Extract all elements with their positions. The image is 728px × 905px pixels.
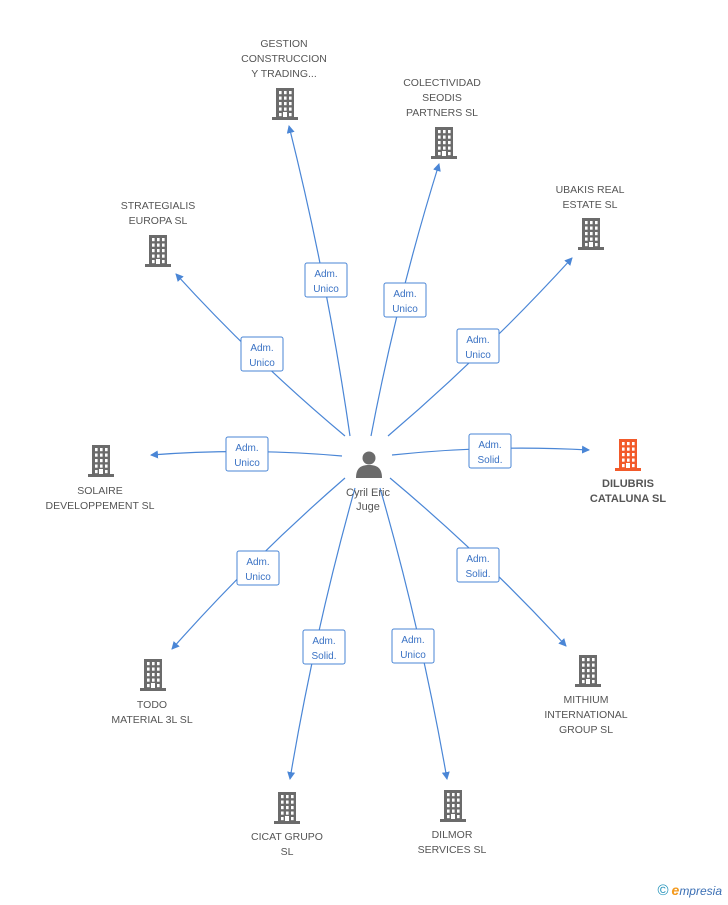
building-icon bbox=[272, 88, 298, 120]
company-name-line: CATALUNA SL bbox=[590, 493, 666, 505]
company-name-line: DEVELOPPEMENT SL bbox=[46, 500, 155, 512]
company-name-line: SL bbox=[281, 846, 294, 858]
company-name-line: PARTNERS SL bbox=[406, 107, 478, 119]
role-badge-mithium[interactable]: Adm. Solid. bbox=[456, 547, 500, 583]
company-name-line: GESTION bbox=[260, 38, 307, 50]
role-text: Unico bbox=[249, 358, 275, 369]
company-name-line: SERVICES SL bbox=[418, 844, 487, 856]
copyright-footer: ©empresia bbox=[657, 882, 722, 899]
company-node-cicat[interactable]: CICAT GRUPO SL bbox=[251, 792, 323, 858]
building-icon bbox=[575, 655, 601, 687]
company-name-line: Y TRADING... bbox=[251, 68, 317, 80]
company-node-dilmor[interactable]: DILMOR SERVICES SL bbox=[418, 790, 487, 856]
building-icon bbox=[140, 659, 166, 691]
role-badge-solaire[interactable]: Adm. Unico bbox=[225, 436, 269, 472]
building-icon bbox=[431, 127, 457, 159]
person-name-line2: Juge bbox=[356, 501, 380, 513]
company-name-line: EUROPA SL bbox=[129, 215, 188, 227]
role-text: Adm. bbox=[478, 440, 501, 451]
role-badge-cicat[interactable]: Adm. Solid. bbox=[302, 629, 346, 665]
company-name-line: SOLAIRE bbox=[77, 485, 123, 497]
role-text: Adm. bbox=[250, 343, 273, 354]
company-node-colectividad[interactable]: COLECTIVIDAD SEODIS PARTNERS SL bbox=[403, 77, 481, 159]
role-badge-strategialis[interactable]: Adm. Unico bbox=[240, 336, 284, 372]
role-badge-dilmor[interactable]: Adm. Unico bbox=[391, 628, 435, 664]
role-text: Solid. bbox=[311, 651, 336, 662]
company-name-line: CONSTRUCCION bbox=[241, 53, 327, 65]
role-badge-colectividad[interactable]: Adm. Unico bbox=[383, 282, 427, 318]
company-name-line: SEODIS bbox=[422, 92, 462, 104]
brand-logo-e: e bbox=[671, 882, 680, 898]
role-badge-todo[interactable]: Adm. Unico bbox=[236, 550, 280, 586]
role-text: Unico bbox=[392, 304, 418, 315]
company-name-line: CICAT GRUPO bbox=[251, 831, 323, 843]
company-node-dilubris[interactable]: DILUBRIS CATALUNA SL bbox=[590, 439, 666, 505]
role-text: Unico bbox=[400, 650, 426, 661]
company-name-line: MITHIUM bbox=[564, 694, 609, 706]
copyright-icon: © bbox=[657, 882, 669, 899]
role-text: Unico bbox=[465, 350, 491, 361]
role-text: Adm. bbox=[312, 636, 335, 647]
building-icon bbox=[578, 218, 604, 250]
company-name-line: GROUP SL bbox=[559, 724, 613, 736]
role-text: Unico bbox=[313, 284, 339, 295]
person-node[interactable]: Cyril Eric Juge bbox=[346, 451, 390, 514]
company-name-line: INTERNATIONAL bbox=[544, 709, 627, 721]
building-icon bbox=[274, 792, 300, 824]
role-text: Adm. bbox=[314, 269, 337, 280]
company-name-line: ESTATE SL bbox=[562, 199, 617, 211]
building-icon bbox=[615, 439, 641, 471]
company-node-solaire[interactable]: SOLAIRE DEVELOPPEMENT SL bbox=[46, 445, 155, 512]
company-name-line: UBAKIS REAL bbox=[556, 184, 625, 196]
role-text: Solid. bbox=[477, 455, 502, 466]
company-name-line: DILUBRIS bbox=[602, 478, 654, 490]
person-name-line1: Cyril Eric bbox=[346, 487, 390, 499]
company-name-line: TODO bbox=[137, 699, 167, 711]
building-icon bbox=[88, 445, 114, 477]
company-name-line: MATERIAL 3L SL bbox=[111, 714, 192, 726]
role-text: Solid. bbox=[465, 569, 490, 580]
person-icon bbox=[356, 451, 382, 478]
role-text: Unico bbox=[234, 458, 260, 469]
role-text: Unico bbox=[245, 572, 271, 583]
role-text: Adm. bbox=[466, 554, 489, 565]
company-node-todo[interactable]: TODO MATERIAL 3L SL bbox=[111, 659, 193, 726]
company-node-mithium[interactable]: MITHIUM INTERNATIONAL GROUP SL bbox=[544, 655, 628, 736]
company-node-gestion[interactable]: GESTION CONSTRUCCION Y TRADING... bbox=[241, 38, 327, 120]
brand-logo-text: mpresia bbox=[679, 884, 722, 898]
role-text: Adm. bbox=[401, 635, 424, 646]
role-text: Adm. bbox=[235, 443, 258, 454]
role-text: Adm. bbox=[466, 335, 489, 346]
role-text: Adm. bbox=[246, 557, 269, 568]
company-node-strategialis[interactable]: STRATEGIALIS EUROPA SL bbox=[121, 200, 196, 267]
company-name-line: COLECTIVIDAD bbox=[403, 77, 481, 89]
role-badge-dilubris[interactable]: Adm. Solid. bbox=[468, 433, 512, 469]
company-name-line: STRATEGIALIS bbox=[121, 200, 196, 212]
building-icon bbox=[145, 235, 171, 267]
role-text: Adm. bbox=[393, 289, 416, 300]
company-node-ubakis[interactable]: UBAKIS REAL ESTATE SL bbox=[556, 184, 625, 250]
role-badge-ubakis[interactable]: Adm. Unico bbox=[456, 328, 500, 364]
company-name-line: DILMOR bbox=[432, 829, 473, 841]
role-badge-gestion[interactable]: Adm. Unico bbox=[304, 262, 348, 298]
building-icon bbox=[440, 790, 466, 822]
